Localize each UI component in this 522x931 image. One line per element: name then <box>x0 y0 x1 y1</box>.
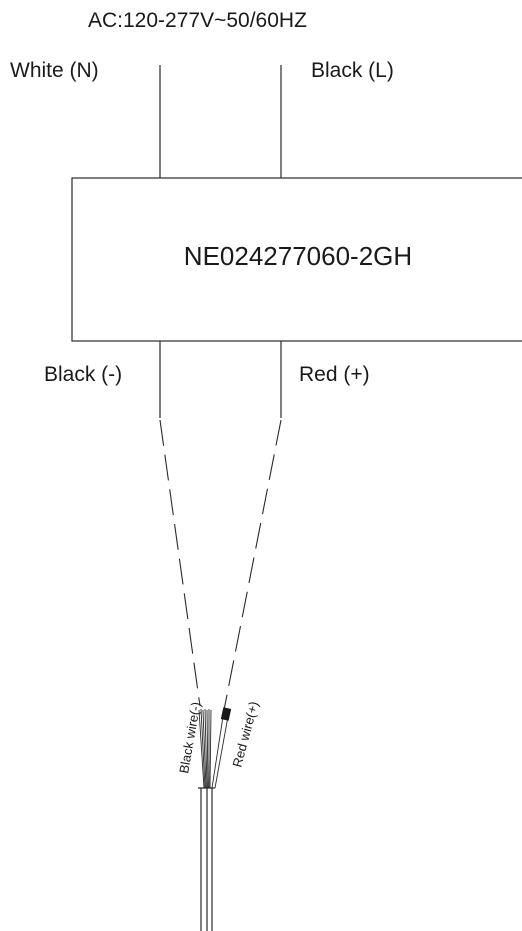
negative-wire-label: Black (-) <box>44 363 122 386</box>
line-wire-label: Black (L) <box>311 59 394 82</box>
driver-model-label: NE024277060-2GH <box>184 241 412 271</box>
black-wire-strands <box>198 708 212 789</box>
cable-jacket <box>198 787 215 931</box>
driver-box <box>71 177 522 342</box>
supply-voltage-label: AC:120-277V~50/60HZ <box>88 9 307 32</box>
black-wire-label: Black wire(-) <box>176 701 203 775</box>
negative-dashed-extension <box>159 419 201 707</box>
red-wire-end <box>211 707 232 789</box>
red-wire-label: Red wire(+) <box>229 700 261 769</box>
positive-dashed-extension <box>223 419 282 711</box>
positive-wire-label: Red (+) <box>299 363 370 386</box>
neutral-wire-label: White (N) <box>10 59 99 82</box>
